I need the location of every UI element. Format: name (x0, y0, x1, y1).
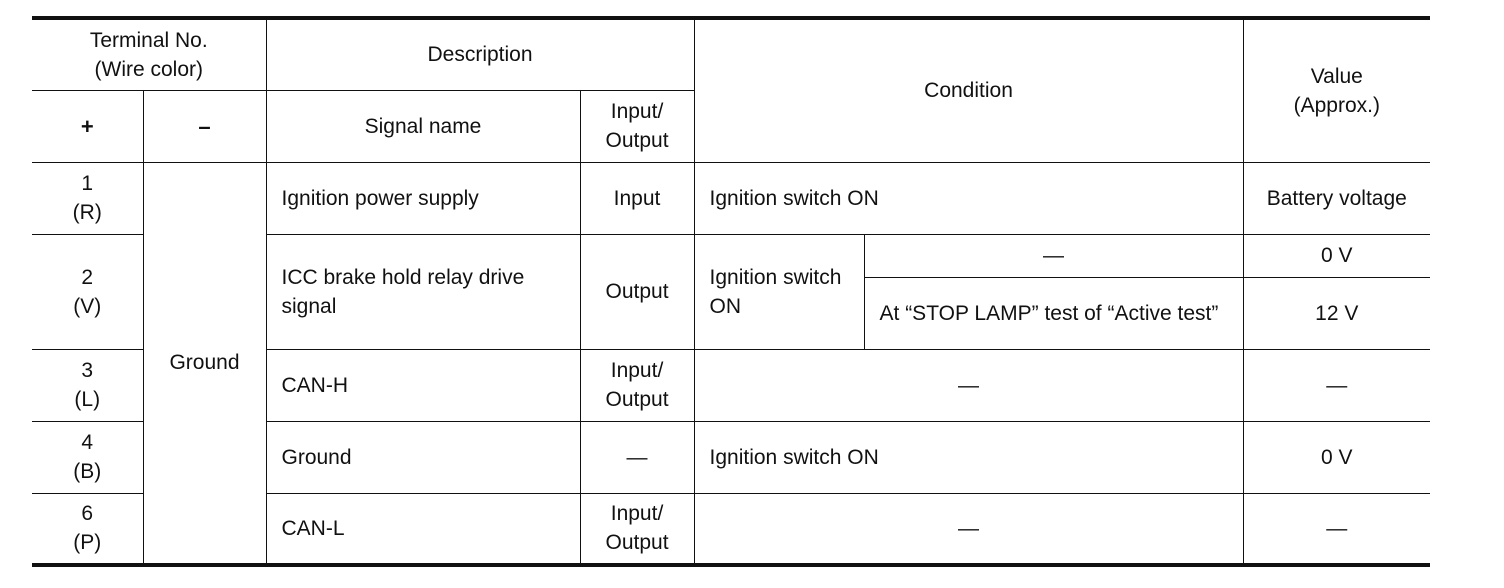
table-row: At “STOP LAMP” test of “Active test” 12 … (32, 276, 1431, 350)
io-line-1: Input/ (610, 502, 664, 526)
terminal-number: 2 (81, 265, 94, 289)
condition-cell: — (693, 492, 1244, 566)
value-cell: — (1242, 492, 1431, 566)
table-row: 2 (V) ICC brake hold relay drive signal … (32, 233, 1431, 350)
condition-main-cell: Ignition switch ON (693, 233, 865, 350)
signal-name-cell: CAN-L (265, 492, 581, 566)
terminal-no-label: Terminal No. (89, 28, 208, 52)
table-row: 4 (B) Ground — Ignition switch ON 0 V (32, 420, 1431, 494)
sub-value-cell: 0 V (1242, 233, 1431, 278)
terminal-cell: 6 (P) (32, 492, 144, 566)
sub-value-cell: 12 V (1242, 276, 1431, 350)
value-cell: — (1242, 348, 1431, 422)
wire-color-label: (Wire color) (94, 57, 204, 81)
terminal-cell: 4 (B) (32, 420, 144, 494)
signal-name-cell: CAN-H (265, 348, 581, 422)
terminal-number: 4 (81, 431, 94, 454)
terminal-no-header: Terminal No. (Wire color) (32, 17, 267, 91)
terminal-number: 1 (81, 172, 94, 195)
wire-color: (L) (74, 388, 101, 411)
table-row: 3 (L) CAN-H Input/ Output — — (32, 348, 1431, 422)
io-header: Input/ Output (579, 89, 695, 163)
signal-name-cell: Ignition power supply (265, 161, 581, 235)
wire-color: (V) (73, 294, 102, 318)
io-line-2: Output (605, 388, 669, 411)
condition-cell: Ignition switch ON (693, 161, 1244, 235)
condition-main-line-2: ON (709, 294, 742, 318)
value-cell: Battery voltage (1242, 161, 1431, 235)
wire-color: (B) (73, 460, 102, 483)
condition-main-line-1: Ignition switch (709, 265, 842, 289)
io-header-line-2: Output (605, 129, 669, 152)
io-cell: Input/ Output (579, 492, 695, 566)
plus-header: + (32, 89, 144, 163)
condition-cell: Ignition switch ON (693, 420, 1244, 494)
table-row: 1 (R) Ground Ignition power supply Input… (32, 161, 1431, 566)
description-header: Description (265, 17, 695, 91)
ground-cell: Ground (142, 161, 267, 566)
terminal-cell: 2 (V) (32, 233, 144, 350)
terminal-spec-table: Terminal No. (Wire color) Description Co… (32, 16, 1431, 567)
terminal-cell: 1 (R) (32, 161, 144, 235)
terminal-number: 6 (81, 502, 94, 526)
signal-name-header: Signal name (265, 89, 581, 163)
terminal-number: 3 (81, 359, 94, 382)
signal-name-cell: Ground (265, 420, 581, 494)
signal-name-cell: ICC brake hold relay drive signal (265, 233, 581, 350)
condition-header: Condition (693, 17, 1244, 163)
io-line-2: Output (605, 531, 669, 555)
approx-label: (Approx.) (1293, 93, 1380, 117)
io-cell: Input/ Output (579, 348, 695, 422)
sub-condition-cell: At “STOP LAMP” test of “Active test” (864, 276, 1244, 350)
wire-color: (P) (73, 531, 102, 555)
terminal-cell: 3 (L) (32, 348, 144, 422)
wire-color: (R) (72, 201, 102, 224)
value-cell: 0 V (1242, 420, 1431, 494)
io-cell: Output (579, 233, 695, 350)
table-row: 6 (P) CAN-L Input/ Output — — (32, 492, 1431, 566)
value-header: Value (Approx.) (1242, 17, 1431, 163)
condition-cell: — (693, 348, 1244, 422)
minus-header: – (142, 89, 267, 163)
io-cell: Input (579, 161, 695, 235)
signal-name-text: ICC brake hold relay drive signal (281, 265, 525, 318)
sub-condition-text: At “STOP LAMP” test of “Active test” (879, 301, 1219, 325)
value-label: Value (1310, 64, 1363, 88)
io-cell: — (579, 420, 695, 494)
header-row-1: Terminal No. (Wire color) Description Co… (32, 17, 1431, 163)
sub-condition-cell: — (863, 233, 1244, 278)
io-line-1: Input/ (610, 359, 664, 382)
io-header-line-1: Input/ (610, 100, 664, 123)
